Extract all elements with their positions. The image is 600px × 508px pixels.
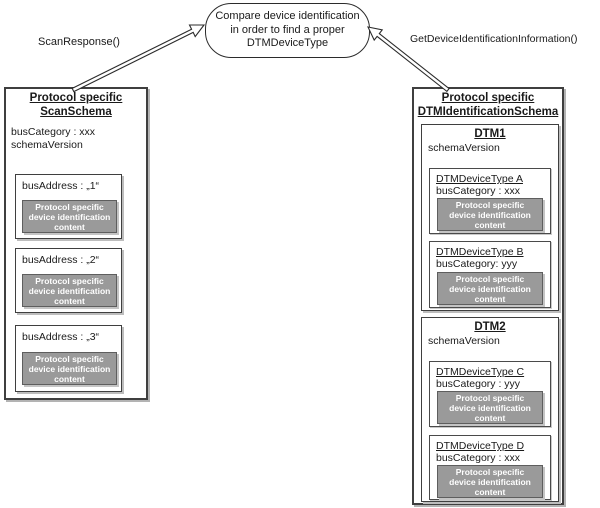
- content-line-1: Protocol specific: [455, 466, 525, 477]
- content-line-3: content: [474, 293, 506, 304]
- get-device-identification-label: GetDeviceIdentificationInformation(): [410, 33, 578, 45]
- bus-address-2-label: busAddress : „2“: [22, 254, 100, 266]
- dtm-device-type-b-name: DTMDeviceType B: [436, 246, 524, 258]
- dtm-device-type-b-bus: busCategory: yyy: [436, 258, 518, 270]
- content-line-3: content: [54, 221, 85, 232]
- device-identification-content-box: Protocol specific device identification …: [437, 272, 543, 305]
- dtm-device-type-a-bus: busCategory : xxx: [436, 185, 521, 197]
- scan-schema-box: Protocol specific ScanSchema busCategory…: [4, 87, 148, 400]
- dtm-device-type-b-box: DTMDeviceType B busCategory: yyy Protoco…: [429, 241, 551, 308]
- dtm-device-type-d-box: DTMDeviceType D busCategory : xxx Protoc…: [429, 435, 551, 500]
- bus-address-3-label: busAddress : „3“: [22, 331, 100, 343]
- bus-address-1-box: busAddress : „1“ Protocol specific devic…: [15, 174, 122, 239]
- dtm2-title-text: DTM2: [474, 321, 506, 333]
- dtm-identification-schema-box: Protocol specific DTMIdentificationSchem…: [412, 87, 564, 505]
- dtm1-box: DTM1 schemaVersion DTMDeviceType A busCa…: [421, 124, 559, 311]
- content-line-3: content: [474, 219, 506, 230]
- dtm-schema-title-line1: Protocol specific: [441, 92, 535, 104]
- dtm1-title-text: DTM1: [474, 128, 506, 140]
- dtm2-title: DTM2: [422, 318, 558, 334]
- content-line-2: device identification: [449, 476, 531, 487]
- device-identification-content-box: Protocol specific device identification …: [437, 391, 543, 424]
- content-line-3: content: [54, 295, 85, 306]
- dtm2-schema-version: schemaVersion: [428, 335, 500, 347]
- note-line-3: DTMDeviceType: [246, 37, 329, 50]
- bus-category-field: busCategory : xxx: [11, 126, 96, 138]
- device-identification-content-box: Protocol specific device identification …: [437, 198, 543, 231]
- dtm1-title: DTM1: [422, 125, 558, 141]
- dtm-schema-title-line2: DTMIdentificationSchema: [417, 105, 559, 118]
- scan-response-label: ScanResponse(): [38, 36, 120, 48]
- device-identification-content-box: Protocol specific device identification …: [22, 352, 117, 385]
- content-line-3: content: [474, 412, 506, 423]
- content-line-2: device identification: [28, 211, 111, 222]
- dtm-device-type-d-name: DTMDeviceType D: [436, 440, 525, 452]
- content-line-1: Protocol specific: [455, 199, 525, 210]
- schema-version-field: schemaVersion: [11, 139, 83, 151]
- dtm-device-type-a-name: DTMDeviceType A: [436, 173, 523, 185]
- dtm2-box: DTM2 schemaVersion DTMDeviceType C busCa…: [421, 317, 559, 502]
- scan-schema-title-line1: Protocol specific: [29, 92, 123, 104]
- note-line-1: Compare device identification: [215, 10, 360, 23]
- dtm-schema-title: Protocol specific DTMIdentificationSchem…: [414, 89, 562, 119]
- dtm-device-type-c-box: DTMDeviceType C busCategory : yyy Protoc…: [429, 361, 551, 427]
- scan-response-arrow: [71, 24, 206, 93]
- scan-schema-title: Protocol specific ScanSchema: [6, 89, 146, 119]
- content-line-1: Protocol specific: [35, 275, 104, 286]
- bus-address-3-box: busAddress : „3“ Protocol specific devic…: [15, 325, 122, 392]
- content-line-2: device identification: [28, 363, 111, 374]
- content-line-2: device identification: [449, 402, 531, 413]
- content-line-1: Protocol specific: [455, 273, 525, 284]
- device-identification-content-box: Protocol specific device identification …: [22, 274, 117, 307]
- content-line-1: Protocol specific: [455, 392, 525, 403]
- device-identification-content-box: Protocol specific device identification …: [437, 465, 543, 498]
- content-line-2: device identification: [449, 209, 531, 220]
- dtm-device-type-c-name: DTMDeviceType C: [436, 366, 525, 378]
- bus-address-2-box: busAddress : „2“ Protocol specific devic…: [15, 248, 122, 313]
- content-line-3: content: [474, 486, 506, 497]
- dtm-device-type-c-bus: busCategory : yyy: [436, 378, 521, 390]
- content-line-1: Protocol specific: [35, 201, 104, 212]
- note-line-2: in order to find a proper: [230, 23, 345, 36]
- bus-address-1-label: busAddress : „1“: [22, 180, 100, 192]
- dtm-device-type-a-box: DTMDeviceType A busCategory : xxx Protoc…: [429, 168, 551, 234]
- compare-note: Compare device identification in order t…: [205, 3, 370, 58]
- content-line-3: content: [54, 373, 85, 384]
- dtm1-schema-version: schemaVersion: [428, 142, 500, 154]
- scan-schema-fields: busCategory : xxx schemaVersion: [6, 126, 146, 152]
- content-line-2: device identification: [449, 283, 531, 294]
- content-line-1: Protocol specific: [35, 353, 104, 364]
- device-identification-content-box: Protocol specific device identification …: [22, 200, 117, 233]
- dtm-device-type-d-bus: busCategory : xxx: [436, 452, 521, 464]
- scan-schema-title-line2: ScanSchema: [40, 105, 112, 118]
- content-line-2: device identification: [28, 285, 111, 296]
